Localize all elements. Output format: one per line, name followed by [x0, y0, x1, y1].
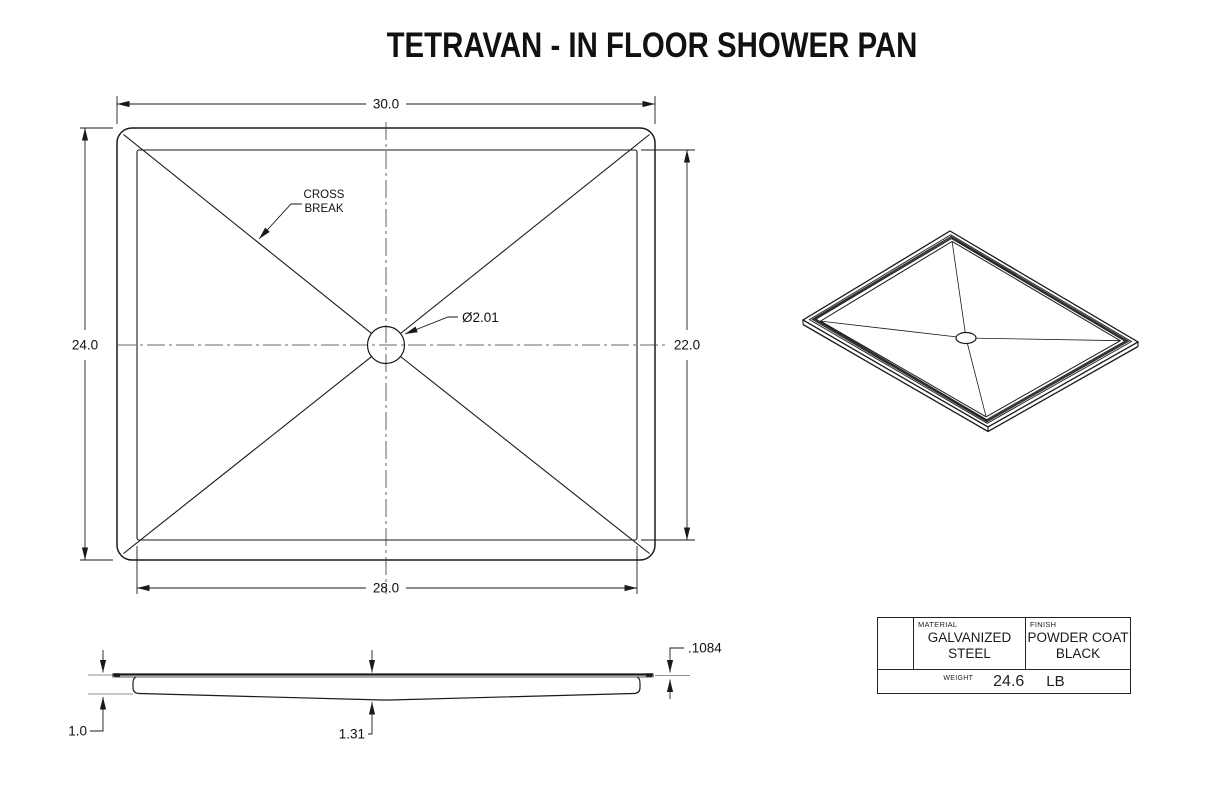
drain-circle [366, 325, 406, 365]
dim-inner-height-label: 22.0 [674, 338, 700, 353]
dim-center-depth [368, 650, 376, 735]
material-value-line1: GALVANIZED [927, 630, 1012, 645]
dim-overall-height-label: 24.0 [72, 338, 98, 353]
centerlines [118, 122, 665, 594]
drain-dia-label: Ø2.01 [462, 310, 499, 325]
dim-overall-height [80, 127, 113, 561]
finish-label: FINISH [1030, 620, 1057, 629]
dim-inner-width [136, 546, 638, 594]
drawing-title: TETRAVAN - IN FLOOR SHOWER PAN [386, 26, 918, 65]
dim-inner-width-label: 28.0 [373, 581, 399, 596]
material-value-line2: STEEL [948, 646, 991, 661]
dim-material-thickness [666, 647, 684, 699]
spec-finish-cell: FINISH POWDER COAT BLACK [1026, 618, 1130, 669]
drain-dia-leader [404, 316, 458, 335]
side-view [88, 647, 690, 735]
weight-value: 24.6 [993, 672, 1025, 690]
dim-center-depth-label: 1.31 [339, 727, 365, 742]
finish-value-line2: BLACK [1055, 646, 1101, 661]
spec-weight-row: WEIGHT 24.6 LB [878, 669, 1130, 693]
weight-unit: LB [1046, 673, 1065, 690]
dim-inner-height [641, 149, 695, 541]
dim-overall-width-label: 30.0 [373, 97, 399, 112]
isometric-view [801, 230, 1140, 433]
dim-edge-height [90, 650, 107, 732]
spec-empty-cell [878, 618, 914, 669]
spec-table: MATERIAL GALVANIZED STEEL FINISH POWDER … [877, 617, 1131, 694]
dim-overall-width [116, 96, 656, 124]
top-view [80, 96, 695, 594]
cross-break-leader [258, 203, 302, 240]
finish-value-line1: POWDER COAT [1027, 630, 1129, 645]
weight-label: WEIGHT [943, 675, 974, 682]
dim-edge-height-label: 1.0 [68, 724, 87, 739]
cross-break-label-line1: CROSS [304, 189, 345, 201]
pan-inner-edge [136, 149, 638, 541]
iso-drain [955, 331, 977, 345]
spec-material-cell: MATERIAL GALVANIZED STEEL [914, 618, 1026, 669]
dim-material-thickness-label: .1084 [688, 641, 722, 656]
cross-break-lines [123, 134, 650, 554]
cross-break-label-line2: BREAK [305, 203, 344, 215]
material-label: MATERIAL [918, 620, 958, 629]
